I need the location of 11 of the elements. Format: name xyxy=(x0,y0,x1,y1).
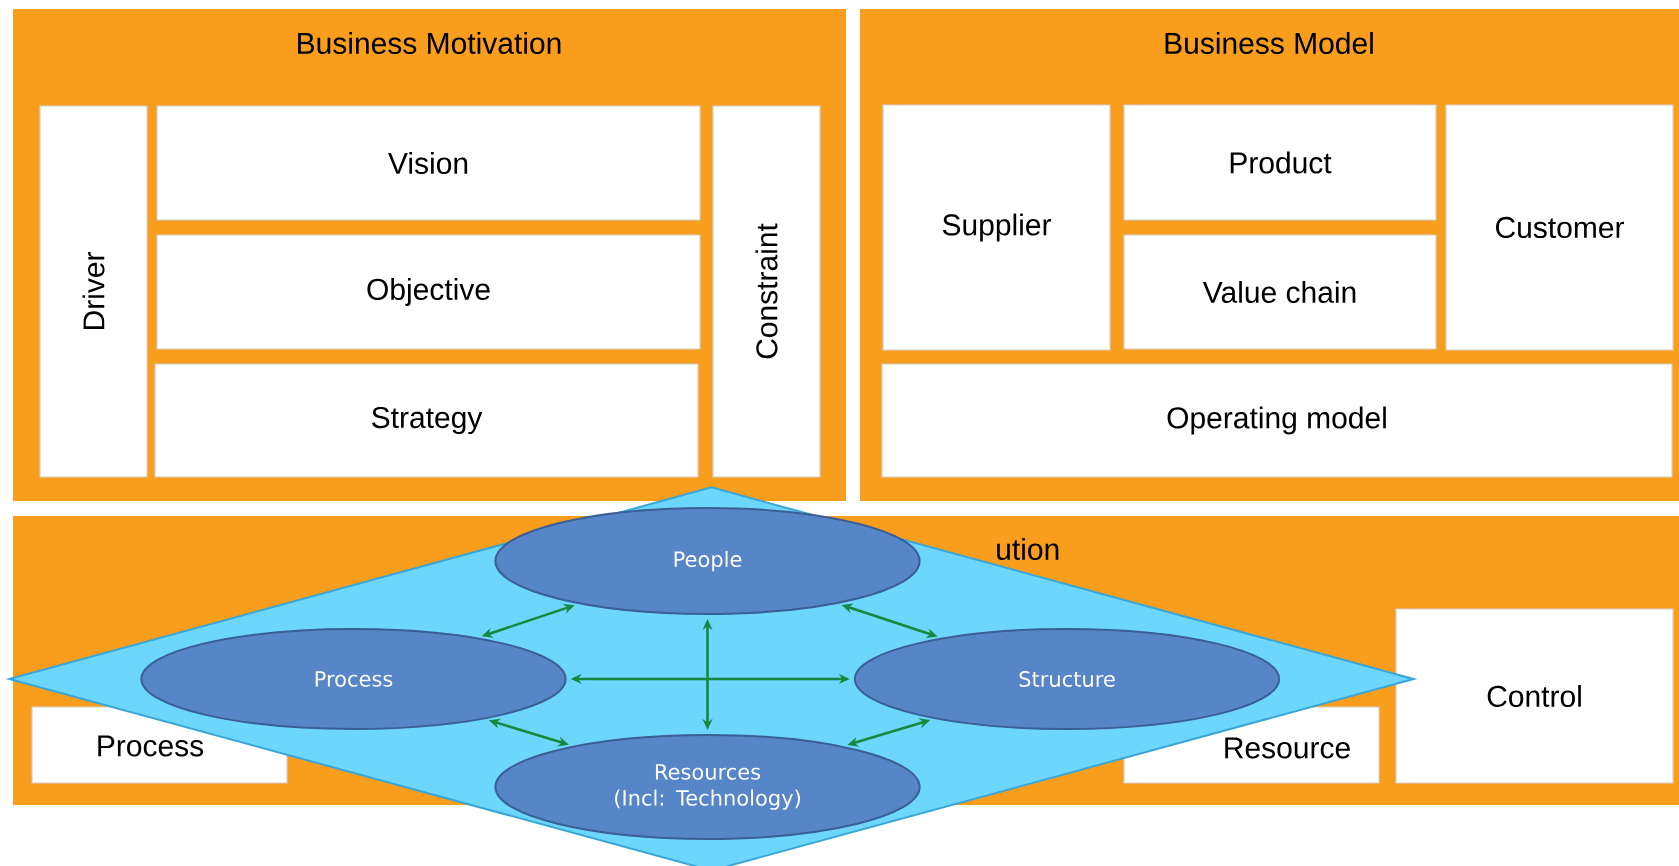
label-box: Product xyxy=(1123,104,1437,221)
label-box: Value chain xyxy=(1123,234,1437,350)
label-box: Supplier xyxy=(882,104,1111,351)
label-box: Vision xyxy=(156,105,701,221)
label-box: Operating model xyxy=(881,363,1673,478)
label-box: Driver xyxy=(39,105,148,478)
label-box: Objective xyxy=(156,234,701,350)
label-box: Customer xyxy=(1445,104,1674,351)
label-box: Control xyxy=(1395,608,1674,784)
label-box: Strategy xyxy=(154,363,699,478)
label-box: Constraint xyxy=(712,105,821,478)
